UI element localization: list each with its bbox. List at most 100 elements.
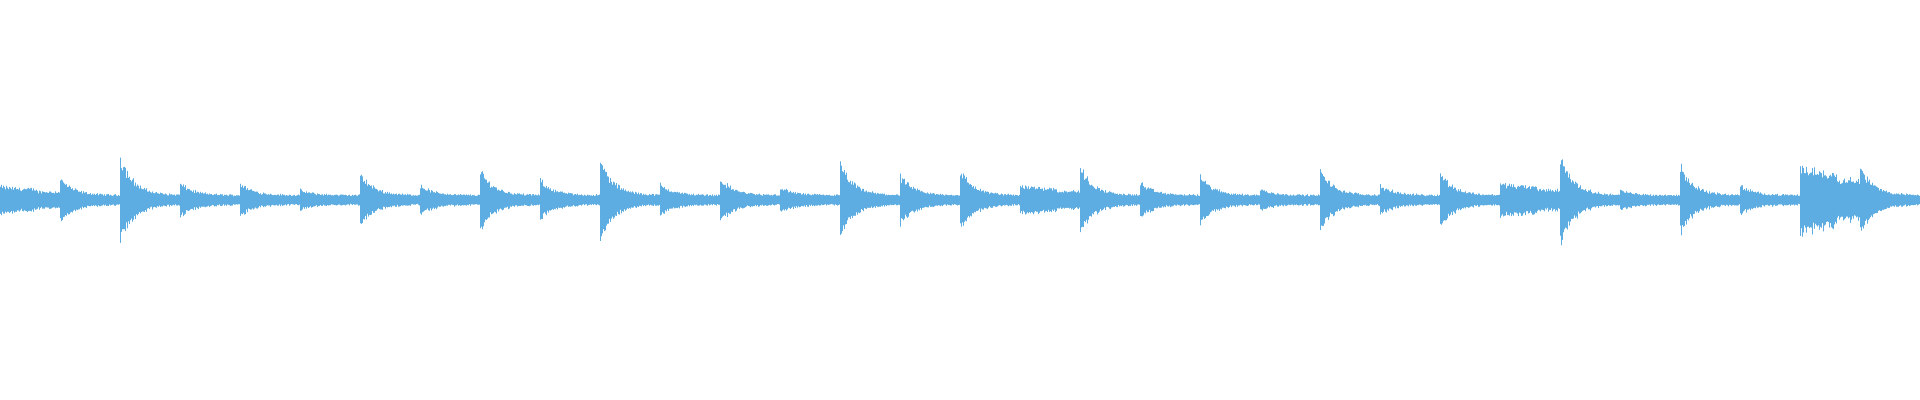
waveform-sample — [1282, 194, 1283, 206]
waveform-sample — [1051, 188, 1052, 213]
waveform-sample — [1117, 193, 1118, 208]
waveform-sample — [333, 195, 334, 205]
waveform-sample — [1517, 186, 1518, 214]
waveform-sample — [7, 187, 8, 212]
waveform-sample — [860, 188, 861, 213]
waveform-sample — [1552, 190, 1553, 212]
waveform-sample — [569, 193, 570, 207]
waveform-sample — [772, 195, 773, 205]
waveform-segment — [60, 179, 120, 222]
waveform-sample — [1343, 190, 1344, 209]
waveform-sample — [1127, 195, 1128, 206]
waveform-sample — [780, 189, 781, 211]
waveform-sample — [871, 192, 872, 207]
waveform-sample — [1066, 191, 1067, 208]
waveform-sample — [741, 192, 742, 208]
waveform-sample — [1629, 192, 1630, 208]
waveform-sample — [658, 194, 659, 206]
waveform-sample — [1626, 191, 1627, 210]
waveform-sample — [166, 194, 167, 207]
waveform-sample — [1317, 195, 1318, 205]
waveform-sample — [1701, 190, 1702, 210]
waveform-sample — [1429, 194, 1430, 205]
waveform-sample — [324, 194, 325, 206]
waveform-sample — [1417, 194, 1418, 205]
waveform-sample — [1693, 185, 1694, 214]
waveform-sample — [1375, 195, 1376, 205]
waveform-sample — [839, 195, 840, 205]
waveform-sample — [1110, 191, 1111, 209]
waveform-sample — [414, 195, 415, 205]
waveform-sample — [69, 185, 70, 215]
waveform-sample — [1906, 193, 1907, 207]
waveform-sample — [662, 186, 663, 213]
waveform-sample — [487, 182, 488, 219]
waveform-sample — [1342, 192, 1343, 208]
waveform-sample — [767, 194, 768, 206]
waveform-sample — [117, 196, 118, 205]
waveform-sample — [401, 194, 402, 206]
waveform-sample — [1381, 188, 1382, 212]
waveform-sample — [1118, 195, 1119, 205]
waveform-sample — [1011, 194, 1012, 206]
waveform-sample — [88, 194, 89, 206]
waveform-sample — [1512, 187, 1513, 215]
waveform-sample — [404, 194, 405, 206]
waveform-sample — [1740, 186, 1741, 214]
waveform-sample — [1403, 194, 1404, 205]
waveform-sample — [428, 188, 429, 211]
waveform-sample — [1079, 192, 1080, 208]
waveform-sample — [633, 192, 634, 208]
waveform-sample — [1650, 194, 1651, 206]
waveform-sample — [1917, 194, 1918, 206]
waveform-sample — [1221, 191, 1222, 210]
waveform-sample — [1153, 188, 1154, 211]
waveform-sample — [111, 195, 112, 205]
waveform-sample — [1398, 191, 1399, 209]
waveform-sample — [913, 186, 914, 212]
waveform-sample — [1067, 192, 1068, 208]
waveform-sample — [185, 185, 186, 214]
waveform-sample — [1767, 195, 1768, 205]
waveform-sample — [290, 195, 291, 205]
waveform-sample — [506, 192, 507, 208]
waveform-sample — [671, 191, 672, 209]
waveform-sample — [188, 189, 189, 211]
waveform-sample — [1440, 173, 1441, 224]
waveform-sample — [645, 194, 646, 207]
waveform-sample — [1087, 176, 1088, 224]
waveform-sample — [987, 191, 988, 209]
waveform-sample — [1358, 193, 1359, 208]
waveform-sample — [13, 189, 14, 212]
waveform-sample — [96, 193, 97, 206]
waveform-sample — [783, 190, 784, 210]
waveform-sample — [467, 195, 468, 205]
waveform-sample — [45, 192, 46, 208]
waveform-sample — [237, 195, 238, 205]
waveform-sample — [641, 193, 642, 207]
waveform-sample — [1359, 194, 1360, 206]
waveform-sample — [1770, 195, 1771, 205]
waveform-sample — [1140, 185, 1141, 216]
waveform-sample — [1903, 194, 1904, 206]
waveform-sample — [313, 192, 314, 207]
waveform-sample — [318, 194, 319, 206]
waveform-sample — [1848, 180, 1849, 219]
waveform-sample — [646, 194, 647, 206]
waveform-sample — [1523, 185, 1524, 214]
waveform-sample — [491, 186, 492, 215]
waveform-sample — [531, 195, 532, 205]
waveform-sample — [1281, 194, 1282, 205]
waveform-sample — [1113, 192, 1114, 207]
waveform-sample — [761, 195, 762, 206]
waveform-sample — [763, 194, 764, 206]
waveform-sample — [249, 190, 250, 209]
waveform-sample — [1267, 192, 1268, 208]
waveform-sample — [1348, 193, 1349, 207]
waveform-sample — [296, 195, 297, 204]
waveform-sample — [60, 180, 61, 219]
waveform-sample — [49, 191, 50, 209]
waveform-sample — [312, 192, 313, 207]
waveform-sample — [808, 193, 809, 207]
waveform-sample — [1402, 194, 1403, 207]
